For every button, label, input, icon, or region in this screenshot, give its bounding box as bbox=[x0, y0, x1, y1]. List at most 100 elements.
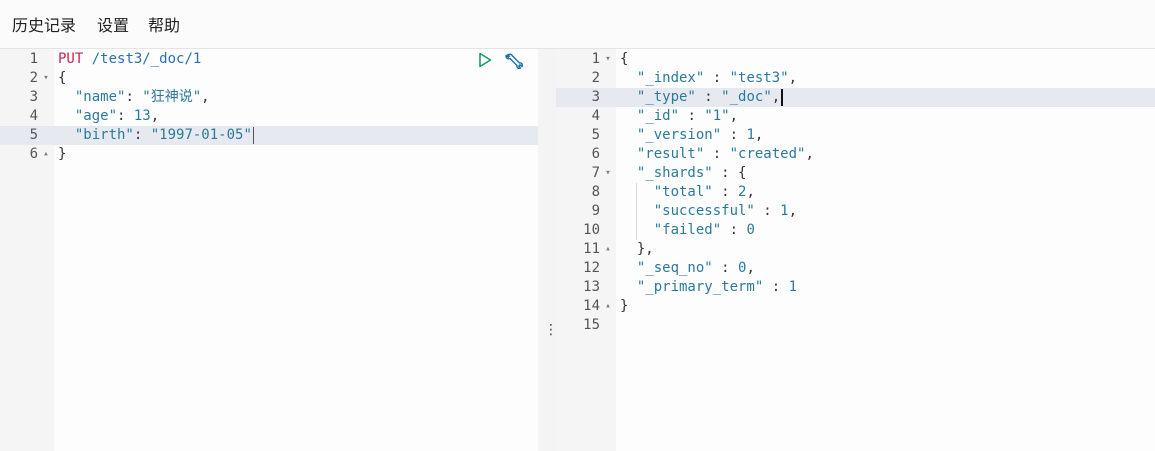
json-comma: , bbox=[771, 89, 781, 105]
line-number: 6 bbox=[591, 146, 600, 162]
code-text: }, bbox=[620, 240, 654, 259]
text-cursor bbox=[252, 126, 254, 144]
fold-close-icon[interactable]: ▴ bbox=[605, 301, 611, 311]
pane-resizer[interactable]: ⋮ bbox=[538, 49, 558, 451]
response-line: 4 "_id" : "1", bbox=[556, 107, 1155, 126]
json-value: 0 bbox=[746, 222, 755, 238]
http-method: PUT bbox=[58, 51, 84, 67]
request-line[interactable]: 4 "age": 13, bbox=[0, 107, 538, 126]
json-key: "_shards" bbox=[636, 165, 713, 181]
request-endpoint: PUT /test3/_doc/1 bbox=[58, 50, 201, 69]
line-number: 5 bbox=[591, 127, 600, 143]
line-number: 8 bbox=[591, 184, 600, 200]
request-line[interactable]: 2 ▾ { bbox=[0, 69, 538, 88]
drag-handle-icon[interactable]: ⋮ bbox=[544, 322, 558, 338]
request-line[interactable]: 3 "name": "狂神说", bbox=[0, 88, 538, 107]
line-number: 13 bbox=[583, 279, 600, 295]
json-comma: , bbox=[729, 108, 739, 124]
response-line: 5 "_version" : 1, bbox=[556, 126, 1155, 145]
request-line-active[interactable]: 5 "birth": "1997-01-05" bbox=[0, 126, 538, 145]
line-number: 3 bbox=[591, 89, 600, 105]
request-line[interactable]: 1 PUT /test3/_doc/1 bbox=[0, 50, 538, 70]
line-number: 7 bbox=[591, 165, 600, 181]
json-value: "狂神说" bbox=[142, 89, 202, 105]
json-comma: , bbox=[746, 260, 755, 276]
line-number: 1 bbox=[29, 51, 38, 67]
json-comma: , bbox=[746, 184, 755, 200]
code-text: "successful" : 1, bbox=[653, 203, 798, 219]
line-number: 4 bbox=[591, 108, 600, 124]
response-line: 1 ▾ { bbox=[556, 50, 1155, 69]
response-line: 8 "total" : 2, bbox=[556, 183, 1155, 202]
json-value: "1997-01-05" bbox=[150, 127, 252, 143]
json-key: "birth" bbox=[74, 127, 134, 143]
code-text: "_version" : 1, bbox=[636, 127, 764, 143]
response-line: 12 "_seq_no" : 0, bbox=[556, 259, 1155, 278]
wrench-icon[interactable] bbox=[504, 52, 524, 70]
json-value: "_doc" bbox=[721, 89, 772, 105]
code-text: "_primary_term" : 1 bbox=[636, 279, 798, 295]
json-key: "_type" bbox=[636, 89, 696, 105]
json-comma: , bbox=[150, 108, 160, 124]
json-value: "created" bbox=[729, 146, 806, 162]
json-key: "total" bbox=[653, 184, 713, 200]
menu-item-help[interactable]: 帮助 bbox=[148, 16, 181, 35]
line-number: 2 bbox=[29, 70, 38, 86]
fold-close-icon[interactable]: ▴ bbox=[43, 149, 49, 159]
code-text: "age": 13, bbox=[74, 108, 160, 124]
json-key: "result" bbox=[636, 146, 705, 162]
json-comma: , bbox=[754, 127, 764, 143]
run-request-icon[interactable] bbox=[478, 52, 492, 68]
line-number: 1 bbox=[591, 51, 600, 67]
code-text: "_shards" : { bbox=[636, 165, 747, 181]
response-line: 11 ▴ }, bbox=[556, 240, 1155, 259]
line-number: 9 bbox=[591, 203, 600, 219]
fold-close-icon[interactable]: ▴ bbox=[605, 244, 611, 254]
code-text: "_index" : "test3", bbox=[636, 70, 798, 86]
fold-open-icon[interactable]: ▾ bbox=[605, 168, 611, 178]
indent-guide bbox=[636, 183, 637, 240]
line-number: 10 bbox=[583, 222, 600, 238]
json-key: "_id" bbox=[636, 108, 680, 124]
menu-item-settings[interactable]: 设置 bbox=[97, 16, 130, 35]
response-gutter bbox=[556, 49, 616, 451]
request-gutter bbox=[0, 49, 54, 451]
code-text: "_seq_no" : 0, bbox=[636, 260, 755, 276]
response-line: 15 bbox=[556, 316, 1155, 335]
json-value: 1 bbox=[788, 279, 798, 295]
response-line: 14 ▴ } bbox=[556, 297, 1155, 316]
text-cursor bbox=[781, 88, 784, 106]
fold-open-icon[interactable]: ▾ bbox=[43, 73, 49, 83]
response-viewer[interactable]: 1 ▾ { 2 "_index" : "test3", 3 "_type" : … bbox=[556, 49, 1155, 451]
code-text: { bbox=[620, 51, 629, 67]
response-line: 9 "successful" : 1, bbox=[556, 202, 1155, 221]
line-number: 14 bbox=[583, 298, 600, 314]
json-comma: , bbox=[201, 89, 210, 105]
request-line[interactable]: 6 ▴ } bbox=[0, 145, 538, 164]
request-actions bbox=[478, 52, 528, 70]
code-text: "total" : 2, bbox=[653, 184, 755, 200]
response-line: 13 "_primary_term" : 1 bbox=[556, 278, 1155, 297]
code-text: } bbox=[58, 146, 67, 162]
closing-brace: }, bbox=[636, 241, 654, 257]
json-key: "name" bbox=[74, 89, 126, 105]
line-number: 11 bbox=[583, 241, 600, 257]
json-value: 13 bbox=[133, 108, 151, 124]
code-text: } bbox=[620, 298, 629, 314]
json-key: "failed" bbox=[653, 222, 722, 238]
line-number: 5 bbox=[29, 127, 38, 143]
request-editor[interactable]: 1 PUT /test3/_doc/1 2 ▾ { 3 "name": "狂神说… bbox=[0, 49, 538, 451]
response-line: 7 ▾ "_shards" : { bbox=[556, 164, 1155, 183]
json-value: { bbox=[738, 165, 747, 181]
json-comma: , bbox=[788, 203, 798, 219]
line-number: 12 bbox=[583, 260, 600, 276]
response-line: 2 "_index" : "test3", bbox=[556, 69, 1155, 88]
menu-item-history[interactable]: 历史记录 bbox=[12, 16, 77, 35]
json-comma: , bbox=[805, 146, 814, 162]
line-number: 4 bbox=[29, 108, 38, 124]
fold-open-icon[interactable]: ▾ bbox=[605, 54, 611, 64]
menu-bar: 历史记录 设置 帮助 bbox=[0, 0, 1155, 49]
json-value: 0 bbox=[738, 260, 747, 276]
json-key: "_primary_term" bbox=[636, 279, 764, 295]
response-line: 6 "result" : "created", bbox=[556, 145, 1155, 164]
